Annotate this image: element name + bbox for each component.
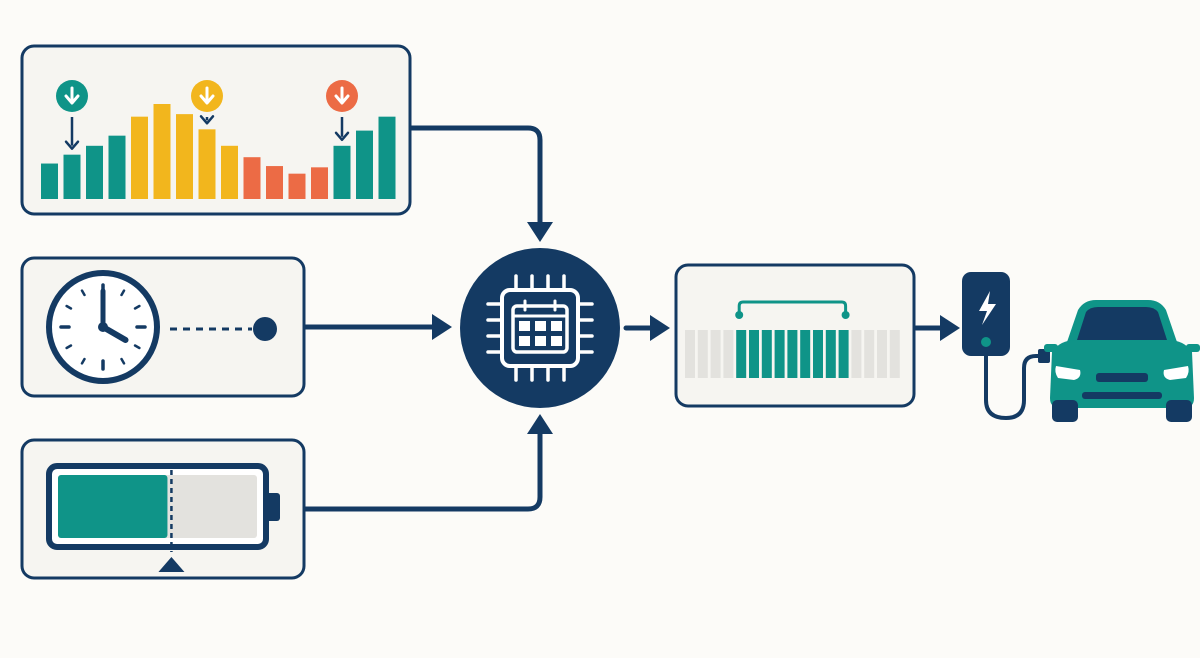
clock-icon: [46, 270, 160, 384]
calendar-grid: [519, 321, 562, 346]
schedule-panel: [674, 263, 916, 408]
schedule-slot: [697, 330, 708, 378]
tariff-panel: [20, 44, 412, 216]
tariff-bar: [41, 163, 58, 199]
schedule-slot-selected: [825, 330, 836, 378]
tariff-bar: [63, 154, 81, 199]
car-mirror-left: [1044, 344, 1058, 352]
schedule-slot-selected: [813, 330, 823, 378]
chip-calendar-icon: [486, 274, 594, 382]
car-headlight-right: [1163, 366, 1189, 380]
clock-tick: [65, 344, 73, 350]
schedule-slot-selected: [761, 330, 772, 378]
car-wheel-right: [1166, 400, 1192, 422]
tariff-bar: [153, 104, 171, 199]
charger-status-dot: [981, 337, 991, 347]
car-headlight-left: [1055, 366, 1081, 380]
clock-tick: [80, 357, 86, 365]
tariff-bar: [86, 145, 103, 199]
battery-charge-fill: [58, 475, 168, 538]
schedule-slot: [685, 330, 695, 378]
schedule-slot-selected: [800, 330, 811, 378]
connector-tariff-to-scheduler: [407, 125, 543, 229]
battery-icon: [46, 463, 280, 552]
departure-panel: [20, 256, 306, 398]
tariff-bar: [198, 129, 216, 199]
schedule-slot-selected: [736, 330, 747, 378]
tariff-marker: [56, 80, 88, 150]
clock-tick: [120, 289, 126, 297]
clock-tick: [80, 289, 86, 297]
car-bumper: [1082, 392, 1162, 399]
clock-tick: [65, 304, 73, 310]
tariff-marker: [326, 80, 358, 142]
scheduler-node: [460, 248, 620, 408]
car-wheel-left: [1052, 400, 1078, 422]
arrowhead-right-icon: [940, 315, 960, 341]
schedule-slot: [710, 330, 721, 378]
electric-car-icon: [1044, 300, 1200, 422]
tariff-markers: [56, 80, 358, 150]
tariff-bar: [243, 157, 261, 199]
bracket-icon: [735, 300, 850, 319]
marker-pointer-arrow: [64, 140, 80, 150]
tariff-bar: [356, 130, 373, 199]
triangle-marker-icon: [158, 557, 185, 572]
schedule-slot: [851, 330, 862, 378]
tariff-bars: [41, 104, 396, 199]
schedule-slot: [723, 330, 734, 378]
tariff-bar: [221, 145, 238, 199]
schedule-slot-selected: [774, 330, 785, 378]
car-windshield: [1077, 307, 1167, 340]
departure-endpoint-dot: [253, 317, 277, 341]
arrowhead-down-icon: [527, 222, 553, 242]
bracket-end-dot: [841, 311, 850, 319]
car-mirror-right: [1186, 344, 1200, 352]
battery-panel: [20, 438, 306, 580]
schedule-slots: [685, 330, 900, 378]
connector-battery-to-scheduler: [302, 427, 543, 512]
tariff-marker: [191, 80, 223, 125]
schedule-slot: [864, 330, 875, 378]
tariff-bar: [131, 116, 148, 199]
schedule-slot: [877, 330, 887, 378]
tariff-bar: [176, 114, 193, 199]
bracket-line: [737, 300, 848, 316]
arrowhead-right-icon: [432, 314, 452, 340]
tariff-bar: [333, 145, 351, 199]
connectors: [302, 125, 947, 512]
clock-tick: [133, 304, 141, 310]
charging-cable: [984, 354, 1048, 421]
car-grille: [1096, 373, 1148, 382]
schedule-slot-selected: [787, 330, 798, 378]
schedule-slot: [889, 330, 900, 378]
charging-plug: [1038, 349, 1050, 363]
charging-station-icon: [962, 272, 1050, 421]
marker-pointer-arrow: [334, 131, 350, 142]
tariff-bar: [378, 116, 396, 199]
tariff-bar: [288, 173, 306, 199]
lightning-icon: [979, 291, 996, 325]
schedule-slot-selected: [749, 330, 759, 378]
tariff-bar: [108, 135, 126, 199]
clock-tick: [120, 357, 126, 365]
clock-tick: [133, 344, 141, 350]
bracket-end-dot: [735, 311, 744, 319]
arrowhead-right-icon: [650, 315, 670, 341]
arrowhead-up-icon: [527, 414, 553, 434]
tariff-bar: [266, 166, 283, 199]
schedule-slot-selected: [838, 330, 849, 378]
tariff-bar: [311, 167, 328, 199]
arrowheads: [432, 222, 960, 434]
marker-pointer-arrow: [199, 115, 215, 125]
